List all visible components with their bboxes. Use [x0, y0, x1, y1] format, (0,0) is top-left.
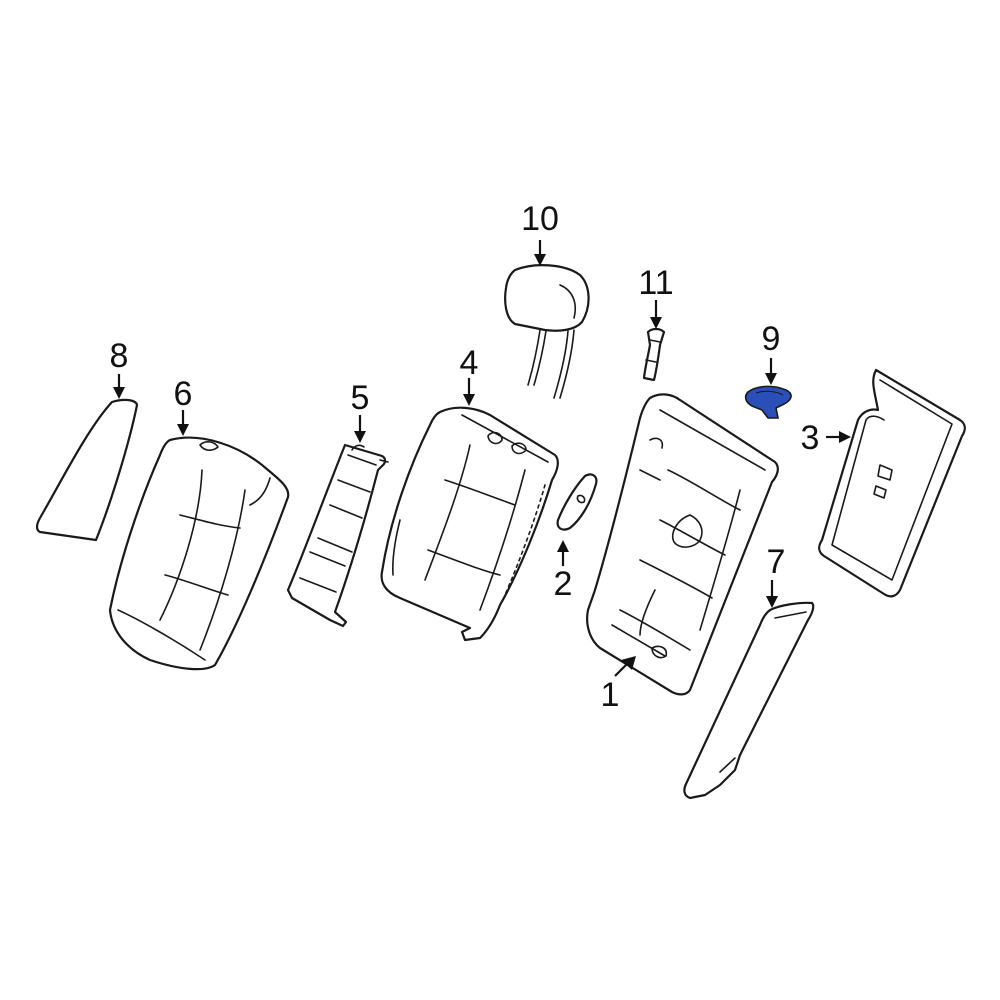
callout-8: 8 — [110, 337, 129, 375]
part-7-side-trim[interactable] — [683, 601, 815, 800]
arrow-2-head — [557, 540, 569, 552]
callout-7: 7 — [767, 543, 786, 581]
callout-4: 4 — [460, 344, 479, 382]
arrow-6-head — [177, 424, 189, 436]
part-8-side-panel[interactable] — [35, 398, 139, 542]
arrow-3-head — [839, 431, 851, 443]
callout-5: 5 — [351, 379, 370, 417]
callout-labels: 10 11 9 4 8 6 5 3 2 7 1 — [110, 200, 820, 714]
part-2-latch-cover[interactable] — [556, 473, 598, 531]
part-9-clip[interactable] — [744, 385, 792, 419]
part-5-frame-bracket[interactable] — [286, 443, 389, 628]
callout-9: 9 — [762, 320, 781, 358]
arrow-11-head — [650, 317, 662, 329]
arrow-5-head — [354, 431, 366, 443]
part-6-seatback-cover[interactable] — [108, 436, 290, 671]
callout-1: 1 — [601, 676, 620, 714]
callout-10: 10 — [521, 200, 559, 238]
part-3-back-panel[interactable] — [818, 368, 966, 598]
part-1-seatback-frame[interactable] — [586, 393, 779, 696]
arrow-1 — [614, 663, 628, 677]
callout-3: 3 — [801, 419, 820, 457]
arrow-8-head — [113, 387, 125, 399]
part-4-seatback-pad[interactable] — [380, 406, 559, 642]
arrow-1-head — [621, 656, 636, 670]
arrow-9-head — [765, 373, 777, 385]
part-10-headrest[interactable] — [504, 264, 590, 399]
part-11-headrest-guide[interactable] — [642, 327, 666, 382]
callout-2: 2 — [554, 565, 573, 603]
leader-arrows — [113, 240, 851, 677]
callout-11: 11 — [638, 264, 673, 302]
arrow-10-head — [534, 254, 546, 266]
callout-6: 6 — [174, 375, 193, 413]
arrow-4-head — [463, 394, 475, 406]
arrow-7-head — [766, 596, 778, 608]
